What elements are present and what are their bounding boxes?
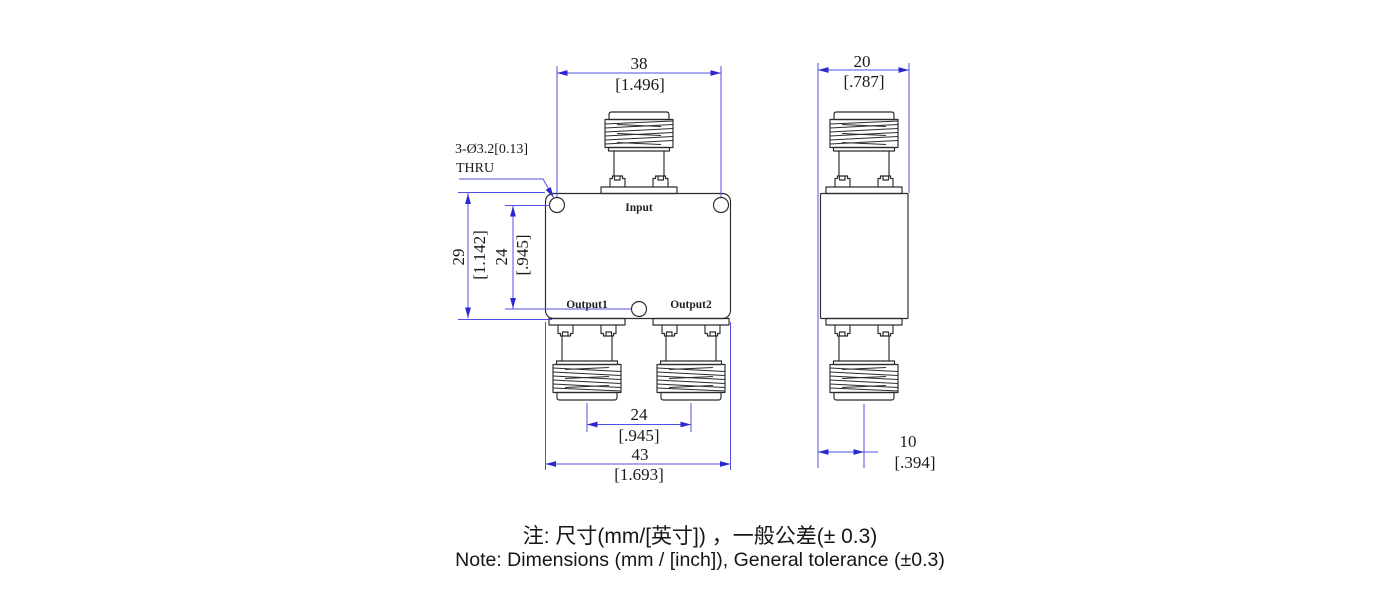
note-line-zh: 注: 尺寸(mm/[英寸]) ，一般公差(± 0.3) [523, 525, 878, 548]
dim-10-mm: 10 [900, 432, 917, 451]
dim-connector-offset: 10 [.394] [818, 404, 936, 472]
dim-output-spacing: 24 [.945] [586, 403, 692, 445]
side-body-outline [819, 192, 909, 320]
input-port-label: Input [625, 202, 653, 214]
dim-29-inch: [1.142] [470, 230, 489, 280]
dim-10-inch: [.394] [894, 453, 935, 472]
note-line-en: Note: Dimensions (mm / [inch]), General … [455, 549, 945, 571]
output1-port-label: Output1 [566, 299, 608, 311]
dim-20-mm: 20 [854, 52, 871, 71]
dim-body-depth: 20 [.787] [817, 52, 910, 468]
hole-callout: 3-Ø3.2[0.13] THRU [455, 142, 557, 199]
dim-24v-inch: [.945] [513, 234, 532, 275]
hole-callout-line1: 3-Ø3.2[0.13] [455, 142, 528, 157]
dim-24h-inch: [.945] [618, 426, 659, 445]
hole-callout-line2: THRU [456, 161, 494, 176]
side-view: 20 [.787] 10 [.394] [817, 52, 936, 472]
dim-20-inch: [.787] [843, 72, 884, 91]
dim-mount-hole-spacing: 38 [1.496] [556, 54, 722, 197]
dim-hole-vertical-spacing: 24 [.945] [492, 205, 631, 310]
side-input-connector [825, 111, 903, 195]
mount-hole-top-right [712, 196, 730, 214]
dim-43-inch: [1.693] [614, 465, 664, 484]
dim-24h-mm: 24 [631, 405, 649, 424]
input-connector [600, 111, 678, 195]
dim-24v-mm: 24 [492, 248, 511, 266]
front-view: Input Output1 Output2 38 [1.496] 29 [1.1… [449, 54, 732, 484]
dim-38-inch: [1.496] [615, 75, 665, 94]
dim-body-width: 43 [1.693] [545, 322, 731, 484]
dim-29-mm: 29 [449, 249, 468, 266]
notes-block: 注: 尺寸(mm/[英寸]) ，一般公差(± 0.3) Note: Dimens… [455, 525, 945, 571]
mount-hole-bottom-center [630, 300, 648, 318]
dim-38-mm: 38 [631, 54, 648, 73]
side-output-connector [825, 317, 903, 401]
mount-hole-top-left [548, 196, 566, 214]
output1-connector [548, 317, 626, 401]
output2-connector [652, 317, 730, 401]
output2-port-label: Output2 [670, 299, 712, 311]
front-body-outline [544, 192, 732, 320]
dim-body-height: 29 [1.142] [449, 192, 552, 320]
dim-43-mm: 43 [632, 445, 649, 464]
